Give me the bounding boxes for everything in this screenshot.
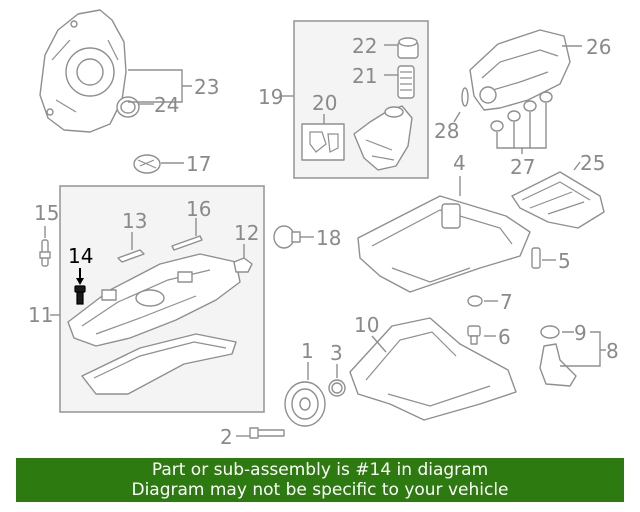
intake-seals (490, 91, 553, 132)
intake-manifold (469, 29, 571, 111)
callout-23: 23 (194, 75, 219, 99)
callout-7: 7 (500, 290, 513, 314)
gasket-set-box (301, 123, 345, 161)
callout-3: 3 (330, 341, 343, 365)
callout-12: 12 (234, 221, 259, 245)
valve-cover-bolt (74, 285, 86, 305)
oil-filter-housing (353, 105, 413, 171)
upper-oil-pan (357, 195, 531, 293)
oil-filler-cap (133, 154, 161, 174)
callout-2: 2 (220, 425, 233, 449)
callout-11: 11 (28, 303, 53, 327)
callout-24: 24 (154, 93, 179, 117)
gasket-13 (117, 249, 145, 263)
callout-5: 5 (558, 249, 571, 273)
spark-plug (39, 239, 51, 267)
seal-ring (116, 96, 140, 118)
callout-15: 15 (34, 201, 59, 225)
manifold-gasket (461, 87, 469, 107)
oil-filter-element (397, 65, 415, 99)
callout-27: 27 (510, 155, 535, 179)
callout-8: 8 (606, 339, 619, 363)
callout-17: 17 (186, 152, 211, 176)
callout-14-arrowhead (76, 278, 84, 285)
filter-cap (397, 37, 419, 59)
timing-cover (39, 9, 127, 133)
drain-plug (467, 325, 481, 345)
banner-line-1: Part or sub-assembly is #14 in diagram (151, 460, 489, 480)
callout-19: 19 (258, 85, 283, 109)
callout-26: 26 (586, 35, 611, 59)
callout-21: 21 (352, 64, 377, 88)
callout-20: 20 (312, 91, 337, 115)
front-seal (328, 379, 346, 397)
windage-tray (511, 171, 605, 229)
callout-14: 14 (68, 244, 93, 268)
valve-cover (67, 253, 241, 347)
gasket-12 (233, 257, 253, 273)
callout-4: 4 (453, 151, 466, 175)
callout-6: 6 (498, 325, 511, 349)
callout-28: 28 (434, 119, 459, 143)
callout-10: 10 (354, 313, 379, 337)
crankshaft-pulley (284, 381, 326, 427)
dipstick-seal (540, 325, 560, 339)
dipstick-tube (539, 343, 577, 387)
callout-25: 25 (580, 151, 605, 175)
camshaft-sensor (273, 225, 301, 249)
banner-line-2: Diagram may not be specific to your vehi… (131, 480, 509, 500)
callout-18: 18 (316, 226, 341, 250)
parts-diagram: 23 24 17 19 22 21 20 26 28 (28, 9, 619, 449)
notice-banner: Part or sub-assembly is #14 in diagram D… (16, 458, 624, 502)
pulley-bolt (249, 427, 285, 439)
oil-level-sensor (531, 247, 541, 269)
callout-9: 9 (574, 321, 587, 345)
seal-strip-16 (171, 235, 203, 251)
valve-cover-gasket (81, 333, 237, 395)
callout-13: 13 (122, 209, 147, 233)
drain-washer (467, 295, 483, 307)
lower-oil-pan (349, 317, 517, 421)
callout-22: 22 (352, 34, 377, 58)
callout-1: 1 (301, 339, 314, 363)
callout-16: 16 (186, 197, 211, 221)
